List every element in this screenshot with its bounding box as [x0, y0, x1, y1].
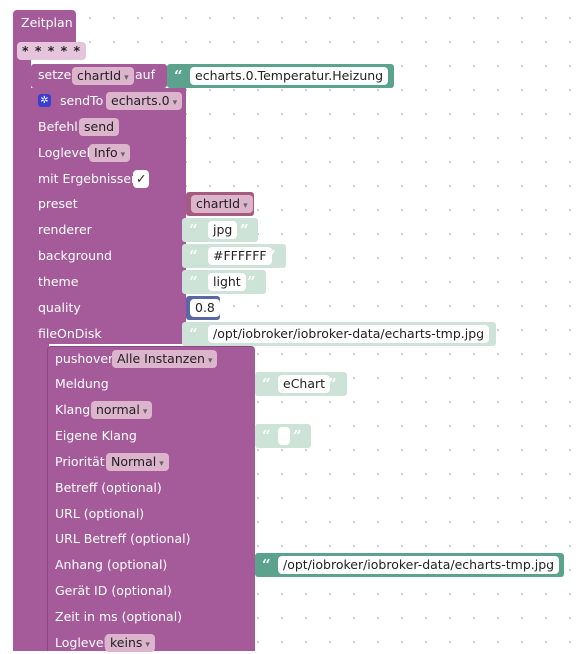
pushover-param-label: Eigene Klang — [55, 428, 137, 443]
set-mid: auf — [135, 67, 155, 82]
param-label: background — [38, 248, 112, 263]
pushover-instance-dropdown[interactable]: Alle Instanzen▾ — [112, 350, 218, 368]
sendto-label: sendTo — [60, 93, 104, 108]
pushover-param-label: Betreff (optional) — [55, 480, 162, 495]
dropdown-arrow-icon: ▾ — [243, 201, 248, 211]
pushover-param-label: URL Betreff (optional) — [55, 531, 191, 546]
sendto-instance-dropdown[interactable]: echarts.0▾ — [106, 92, 183, 110]
dropdown-arrow-icon: ▾ — [172, 98, 178, 108]
dropdown-arrow-icon: ▾ — [145, 640, 150, 650]
theme-value[interactable]: light — [208, 273, 246, 291]
set-prefix: setze — [38, 67, 72, 82]
sendto-instance: echarts.0 — [111, 93, 170, 108]
trigger-body — [13, 56, 31, 651]
param-label: preset — [38, 196, 78, 211]
pushover-instance: Alle Instanzen — [117, 351, 205, 366]
quote-icon: “ — [174, 67, 183, 85]
pushover-param-label: Anhang (optional) — [55, 557, 168, 572]
preset-variable: chartId — [196, 196, 241, 211]
quality-value[interactable]: 0.8 — [190, 299, 220, 317]
quote-icon: ” — [267, 247, 276, 265]
dropdown-arrow-icon: ▾ — [207, 356, 213, 366]
pushover-label: pushover — [55, 351, 114, 366]
anhang-value[interactable]: /opt/iobroker/iobroker-data/echarts-tmp.… — [278, 556, 560, 574]
quote-icon: ” — [247, 273, 256, 291]
pushover-loglevel-dropdown[interactable]: keins▾ — [105, 634, 155, 652]
quote-icon: “ — [189, 221, 198, 239]
klang-dropdown[interactable]: normal▾ — [91, 401, 153, 419]
pushover-param-label: Klang — [55, 402, 91, 417]
quote-icon: “ — [262, 427, 271, 445]
renderer-value[interactable]: jpg — [208, 221, 238, 239]
pushover-param-label: Loglevel — [55, 635, 108, 650]
dropdown-arrow-icon: ▾ — [124, 73, 129, 83]
results-checkbox[interactable]: ✓ — [133, 170, 150, 188]
trigger-title: Zeitplan — [21, 15, 73, 30]
preset-variable-dropdown[interactable]: chartId▾ — [191, 195, 253, 213]
sendto-left-body — [31, 344, 49, 651]
quote-icon: “ — [189, 273, 198, 291]
background-value[interactable]: #FFFFFF — [208, 247, 272, 265]
meldung-value[interactable]: eChart — [278, 375, 331, 393]
quote-icon: ” — [328, 375, 337, 393]
param-label: renderer — [38, 222, 92, 237]
quote-icon: ” — [544, 556, 553, 574]
dropdown-arrow-icon: ▾ — [159, 459, 164, 469]
pushover-param-label: Priorität — [55, 454, 105, 469]
param-label: quality — [38, 300, 81, 315]
results-label: mit Ergebnissen — [38, 171, 139, 186]
befehl-label: Befehl — [38, 119, 78, 134]
loglevel-label: Loglevel — [38, 145, 91, 160]
prioritaet-dropdown[interactable]: Normal▾ — [106, 453, 169, 471]
pushover-param-label: URL (optional) — [55, 506, 145, 521]
loglevel-value: Info — [94, 145, 118, 160]
quote-icon: “ — [262, 556, 271, 574]
pushover-param-label: Zeit in ms (optional) — [55, 609, 183, 624]
pushover-param-label: Gerät ID (optional) — [55, 583, 172, 598]
quote-icon: “ — [262, 375, 271, 393]
klang-value: normal — [96, 402, 140, 417]
prioritaet-value: Normal — [111, 454, 157, 469]
quote-icon: ” — [476, 325, 485, 343]
chartname-value[interactable]: echarts.0.Temperatur.Heizung — [190, 67, 389, 85]
quote-icon: ” — [373, 67, 382, 85]
variable-name: chartId — [77, 68, 122, 83]
variable-dropdown[interactable]: chartId▾ — [72, 67, 134, 85]
dropdown-arrow-icon: ▾ — [120, 150, 126, 160]
gear-icon: ✲ — [38, 94, 51, 107]
quote-icon: “ — [189, 247, 198, 265]
pushover-block[interactable] — [47, 346, 255, 651]
dropdown-arrow-icon: ▾ — [142, 407, 148, 417]
eigene-klang-value[interactable] — [278, 427, 290, 445]
pushover-param-label: Meldung — [55, 376, 109, 391]
param-label: fileOnDisk — [38, 326, 102, 341]
schedule-field[interactable]: * * * * * — [17, 42, 87, 60]
befehl-field[interactable]: send — [79, 118, 120, 136]
loglevel-dropdown[interactable]: Info▾ — [89, 144, 131, 162]
param-label: theme — [38, 274, 79, 289]
file-on-disk-value[interactable]: /opt/iobroker/iobroker-data/echarts-tmp.… — [208, 325, 490, 343]
quote-icon: “ — [189, 325, 198, 343]
quote-icon: ” — [293, 427, 302, 445]
pushover-loglevel-value: keins — [110, 635, 143, 650]
quote-icon: ” — [240, 221, 249, 239]
